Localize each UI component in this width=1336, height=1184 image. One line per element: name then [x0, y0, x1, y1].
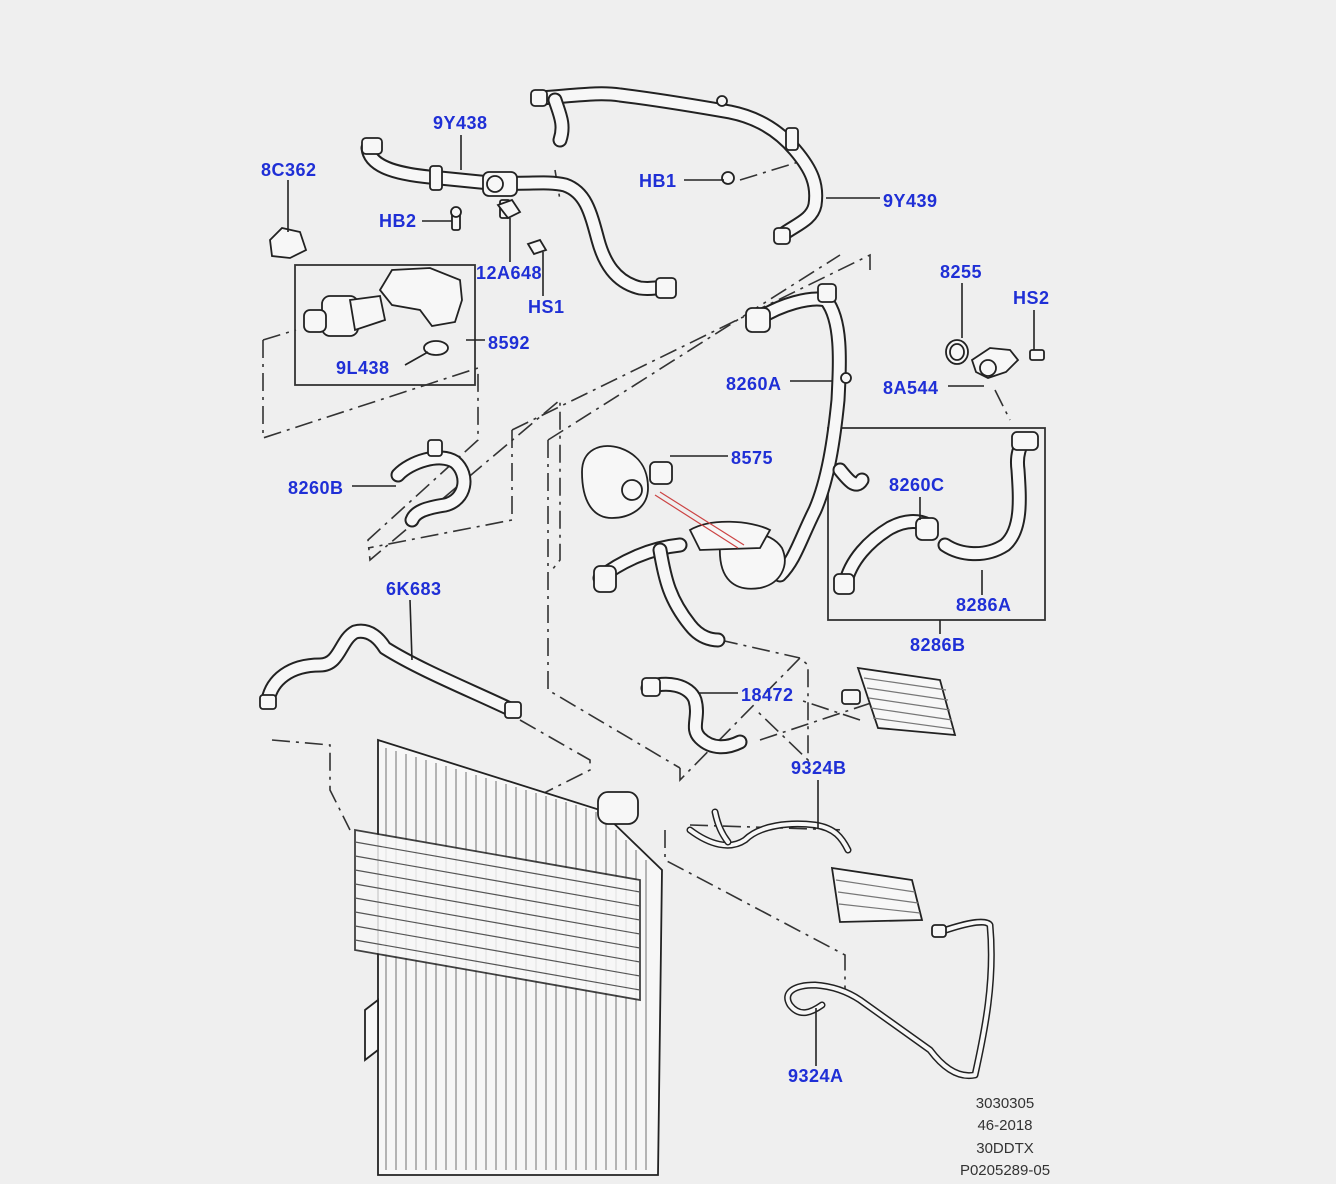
callout-8C362: 8C362: [261, 160, 317, 180]
callout-8260A: 8260A: [726, 374, 782, 394]
callout-18472: 18472: [741, 685, 794, 705]
assembly-outlines: [262, 159, 1011, 990]
hoses-8260C-8286A: [833, 431, 1039, 595]
pipe-9324B: [686, 808, 924, 923]
leader-lines: [287, 135, 1035, 1066]
pipe-9324A: [784, 918, 995, 1080]
callout-HS1: HS1: [528, 297, 565, 317]
ref-code-4: P0205289-05: [959, 1162, 1051, 1179]
pump-hoses: [592, 537, 726, 648]
thermostat-8592: [303, 267, 463, 356]
hose-18472: [640, 676, 748, 755]
hose-8260B: [390, 439, 472, 528]
callout-HB2: HB2: [379, 211, 417, 231]
hose-kit-frame: [827, 427, 1046, 621]
small-hardware: [269, 198, 548, 259]
callout-9324A: 9324A: [788, 1066, 844, 1086]
callout-HB1: HB1: [639, 171, 677, 191]
ref-code-1: 3030305: [975, 1095, 1035, 1112]
callout-9Y438: 9Y438: [433, 113, 488, 133]
pump-8575: [581, 445, 786, 590]
callout-9Y439: 9Y439: [883, 191, 938, 211]
sensor-group: [945, 339, 1045, 379]
callout-8286A: 8286A: [956, 595, 1012, 615]
callout-8255: 8255: [940, 262, 983, 282]
callout-9L438: 9L438: [336, 358, 390, 378]
callout-6K683: 6K683: [386, 579, 442, 599]
callout-12A648: 12A648: [476, 263, 543, 283]
hose-6K683: [259, 623, 522, 719]
callout-8A544: 8A544: [883, 378, 939, 398]
thermostat-kit-frame: [294, 264, 476, 386]
oil-cooler: [841, 666, 957, 737]
callout-8575: 8575: [731, 448, 774, 468]
callout-HS2: HS2: [1013, 288, 1050, 308]
kit-frames: [294, 264, 1046, 621]
callout-8260C: 8260C: [889, 475, 945, 495]
callout-8592: 8592: [488, 333, 531, 353]
ref-code-3: 30DDTX: [976, 1140, 1034, 1157]
callout-8286B: 8286B: [910, 635, 966, 655]
radiator: [354, 738, 663, 1176]
ref-code-2: 46-2018: [977, 1117, 1033, 1134]
callout-8260B: 8260B: [288, 478, 344, 498]
callout-9324B: 9324B: [791, 758, 847, 778]
hose-9Y439: [530, 86, 824, 245]
hose-9Y438: [360, 137, 677, 299]
hose-8260A: [745, 283, 870, 583]
